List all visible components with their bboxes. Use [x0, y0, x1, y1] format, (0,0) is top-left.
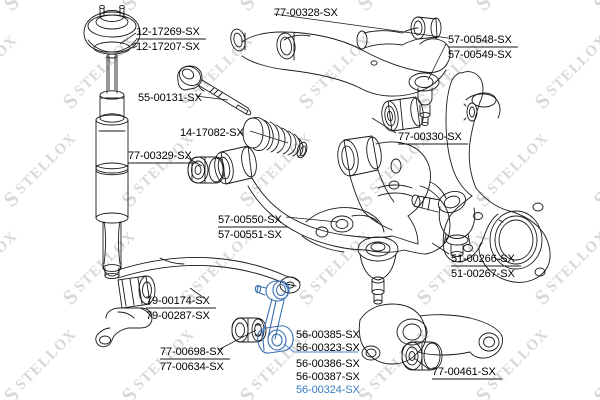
part-number-label[interactable]: 55-00131-SX — [138, 92, 202, 104]
part-number-label[interactable]: 77-00461-SX — [432, 366, 496, 378]
part-stabilizer-bracket — [95, 307, 153, 348]
part-number-label[interactable]: 77-00634-SX — [160, 361, 224, 373]
part-upper-control-arm — [230, 16, 451, 127]
part-number-label[interactable]: 57-00548-SX — [448, 34, 512, 46]
part-number-label[interactable]: 56-00324-SX — [296, 384, 360, 396]
part-tie-rod — [177, 65, 252, 116]
leader-line-highlighted — [283, 343, 358, 353]
part-stabilizer-bushing — [117, 275, 156, 309]
part-bushing-77-00461 — [401, 341, 443, 371]
label-underlines — [128, 38, 521, 380]
part-number-label[interactable]: 77-00329-SX — [128, 150, 192, 162]
part-number-label[interactable]: 14-17082-SX — [180, 127, 244, 139]
part-number-label[interactable]: 56-00385-SX — [296, 329, 360, 341]
part-number-label[interactable]: 77-00328-SX — [274, 7, 338, 19]
part-lower-link-arm — [358, 303, 503, 365]
part-number-label[interactable]: 51-00267-SX — [451, 268, 515, 280]
part-bushing-77-00330 — [381, 96, 424, 132]
part-number-label[interactable]: 57-00550-SX — [218, 214, 282, 226]
part-stabilizer-link-highlighted — [254, 280, 294, 354]
part-number-label[interactable]: 77-00330-SX — [398, 131, 462, 143]
part-number-label[interactable]: 51-00266-SX — [451, 253, 515, 265]
part-number-label[interactable]: 56-00387-SX — [296, 371, 360, 383]
part-number-label[interactable]: 79-00174-SX — [146, 295, 210, 307]
part-number-label[interactable]: 56-00386-SX — [296, 358, 360, 370]
leader-lines — [119, 13, 450, 371]
part-number-label[interactable]: 57-00549-SX — [448, 49, 512, 61]
part-number-label[interactable]: 57-00551-SX — [218, 229, 282, 241]
part-number-label[interactable]: 77-00698-SX — [160, 346, 224, 358]
part-tie-rod-end — [411, 191, 476, 258]
part-number-label[interactable]: 12-17269-SX — [136, 26, 200, 38]
part-steering-knuckle — [442, 71, 551, 283]
part-number-label[interactable]: 79-00287-SX — [146, 310, 210, 322]
part-number-label[interactable]: 12-17207-SX — [136, 41, 200, 53]
part-number-label[interactable]: 56-00323-SX — [296, 342, 360, 354]
